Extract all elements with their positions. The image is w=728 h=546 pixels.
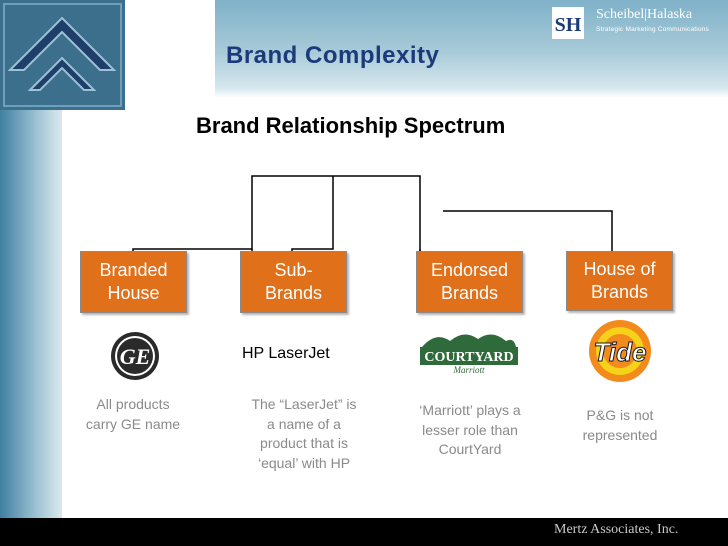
box-label-line: Sub- bbox=[274, 259, 313, 280]
branded-house-box: Branded House bbox=[80, 251, 187, 313]
box-label-line: House bbox=[107, 283, 160, 303]
company-name: Scheibel|Halaska bbox=[596, 7, 693, 22]
house-of-brands-caption: P&G is not represented bbox=[562, 406, 678, 445]
box-label-line: Brands bbox=[440, 283, 499, 303]
caption-line: product that is bbox=[260, 435, 348, 452]
spectrum-subtitle: Brand Relationship Spectrum bbox=[196, 113, 506, 138]
caption-line: The “LaserJet” is bbox=[251, 396, 357, 412]
sub-brands-caption: The “LaserJet” is a name of a product th… bbox=[238, 395, 370, 473]
branded-house-caption: All products carry GE name bbox=[74, 395, 192, 434]
box-label-line: Branded bbox=[99, 259, 168, 280]
company-logo-icon: SH bbox=[552, 7, 584, 39]
caption-line: lesser role than bbox=[422, 421, 518, 438]
house-logo-icon bbox=[0, 0, 125, 110]
svg-text:SH: SH bbox=[555, 14, 582, 36]
footer-text: Mertz Associates, Inc. bbox=[554, 522, 679, 537]
caption-line: represented bbox=[582, 426, 658, 443]
top-decor-band bbox=[215, 88, 728, 98]
sub-brands-box: Sub- Brands bbox=[240, 251, 347, 313]
top-decor-bar bbox=[215, 0, 728, 88]
company-tagline: Strategic Marketing Communications bbox=[596, 26, 710, 33]
caption-line: carry GE name bbox=[85, 415, 181, 432]
endorsed-brands-box: Endorsed Brands bbox=[416, 251, 523, 313]
hp-laserjet-label: HP LaserJet bbox=[242, 345, 330, 362]
tide-logo-text: Tide bbox=[594, 337, 647, 367]
courtyard-logo-icon: COURTYARD Marriott bbox=[420, 334, 518, 375]
tide-logo-icon: Tide bbox=[589, 320, 651, 382]
house-of-brands-box: House of Brands bbox=[566, 251, 673, 311]
ge-logo-icon: GE bbox=[111, 332, 159, 380]
courtyard-logo-subtext: Marriott bbox=[452, 365, 485, 375]
box-label-line: Brands bbox=[264, 283, 323, 303]
caption-line: ‘equal’ with HP bbox=[257, 454, 351, 471]
ge-logo-text: GE bbox=[120, 344, 151, 369]
box-label-line: House of bbox=[583, 258, 656, 279]
box-label-line: Endorsed bbox=[430, 259, 509, 280]
box-label-line: Brands bbox=[590, 282, 649, 302]
footer-bar bbox=[0, 518, 728, 546]
caption-line: All products bbox=[96, 396, 170, 412]
caption-line: a name of a bbox=[267, 415, 341, 432]
slide-title: Brand Complexity bbox=[226, 42, 440, 69]
caption-line: P&G is not bbox=[586, 407, 654, 423]
caption-line: ‘Marriott’ plays a bbox=[419, 402, 521, 418]
courtyard-logo-text: COURTYARD bbox=[424, 350, 513, 365]
endorsed-brands-caption: ‘Marriott’ plays a lesser role than Cour… bbox=[404, 401, 536, 460]
caption-line: CourtYard bbox=[438, 441, 502, 458]
